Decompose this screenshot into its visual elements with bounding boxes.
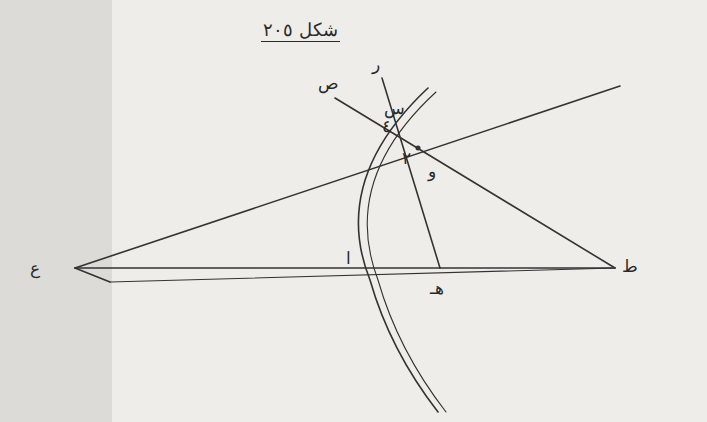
point-label: هـ [430, 280, 444, 297]
figure-title: شكل ٢٠٥ [261, 20, 340, 42]
point-label: ط [622, 258, 638, 275]
point-label: ٢ [402, 150, 411, 167]
intersection-point [416, 146, 421, 151]
paper-shade [0, 0, 112, 422]
point-label: ص [318, 75, 339, 92]
arc [358, 88, 438, 412]
base-line-2 [110, 268, 615, 282]
point-label: ر [372, 56, 380, 73]
arc-2 [367, 92, 446, 412]
paper [112, 0, 707, 422]
short-line [75, 268, 110, 282]
point-label: ٤ [382, 118, 391, 135]
point-label: س [384, 100, 405, 117]
point-label: ع [30, 260, 40, 277]
line-from-ta [335, 98, 615, 268]
base-line [75, 267, 615, 269]
point-label: ا [346, 250, 351, 267]
line-from-ha [382, 78, 440, 268]
point-label: و [428, 163, 436, 180]
line-from-ain [75, 86, 620, 268]
